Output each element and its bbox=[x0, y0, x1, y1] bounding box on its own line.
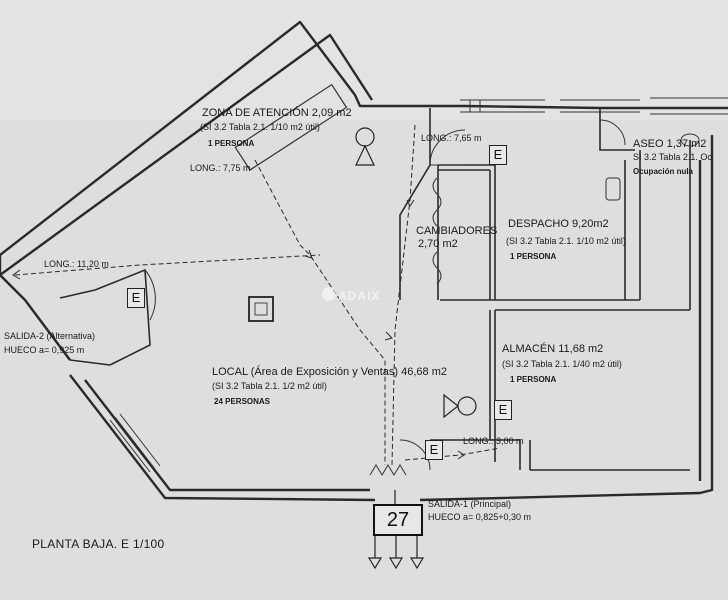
despacho-occupancy: 1 PERSONA bbox=[510, 252, 557, 261]
fire-extinguisher-symbols bbox=[355, 127, 477, 419]
watermark: ADAIX bbox=[338, 289, 381, 303]
plan-title: PLANTA BAJA. E 1/100 bbox=[32, 537, 165, 551]
zona-atencion-name: ZONA DE ATENCIÓN 2,09 m2 bbox=[202, 107, 352, 119]
zona-atencion-long: LONG.: 7,75 m bbox=[190, 163, 251, 173]
wc-fixture bbox=[605, 133, 700, 201]
almacen-rule: (SI 3.2 Tabla 2.1. 1/40 m2 útil) bbox=[502, 359, 622, 369]
aseo-name: ASEO 1,37 m2 bbox=[633, 138, 707, 150]
door-swings bbox=[144, 119, 626, 471]
watermark-icon bbox=[322, 287, 336, 301]
zona-atencion-occupancy: 1 PERSONA bbox=[208, 139, 255, 148]
despacho-long: LONG.: 7,65 m bbox=[421, 133, 482, 143]
aseo-rule: SI 3.2 Tabla 2.1. Oc bbox=[633, 152, 712, 162]
interior-walls bbox=[59, 108, 691, 471]
service-counter bbox=[234, 83, 348, 171]
local-name: LOCAL (Área de Exposición y Ventas) 46,6… bbox=[212, 366, 447, 378]
almacen-name: ALMACÉN 11,68 m2 bbox=[502, 343, 604, 355]
emergency-sign-almacen: E bbox=[494, 400, 512, 420]
exterior-walls bbox=[0, 20, 728, 502]
salida2-name: SALIDA-2 (Alternativa) bbox=[4, 331, 96, 341]
column bbox=[248, 296, 274, 322]
despacho-rule: (SI 3.2 Tabla 2.1. 1/10 m2 útil) bbox=[506, 236, 626, 246]
entrance-arrows bbox=[367, 490, 425, 570]
local-long: LONG.: 11,20 m bbox=[44, 259, 109, 269]
route-arrows bbox=[12, 199, 465, 460]
cambiadores-area: 2,70 m2 bbox=[418, 238, 458, 250]
salida1-name: SALIDA-1 (Principal) bbox=[428, 499, 512, 509]
number-box: 27 bbox=[373, 504, 423, 536]
left-windows bbox=[109, 413, 161, 473]
curtain-line bbox=[432, 177, 442, 285]
almacen-occupancy: 1 PERSONA bbox=[510, 375, 557, 384]
despacho-name: DESPACHO 9,20m2 bbox=[508, 218, 609, 230]
emergency-sign-despacho: E bbox=[489, 145, 507, 165]
local-occupancy: 24 PERSONAS bbox=[214, 397, 271, 406]
salida1-long: LONG.: 3,00 m bbox=[463, 436, 524, 446]
aseo-occupancy: Ocupación nula bbox=[633, 167, 694, 176]
salida2-hueco: HUECO a= 0,925 m bbox=[4, 345, 85, 355]
local-rule: (SI 3.2 Tabla 2.1. 1/2 m2 útil) bbox=[212, 381, 327, 391]
salida1-hueco: HUECO a= 0,825+0,30 m bbox=[428, 512, 532, 522]
entrance-hatch bbox=[369, 464, 407, 476]
zona-atencion-rule: (SI 3.2 Tabla 2.1. 1/10 m2 útil) bbox=[200, 122, 320, 132]
emergency-sign-salida1: E bbox=[425, 440, 443, 460]
top-windows bbox=[460, 97, 728, 115]
emergency-sign-salida2: E bbox=[127, 288, 145, 308]
cambiadores-name: CAMBIADORES bbox=[416, 225, 498, 237]
